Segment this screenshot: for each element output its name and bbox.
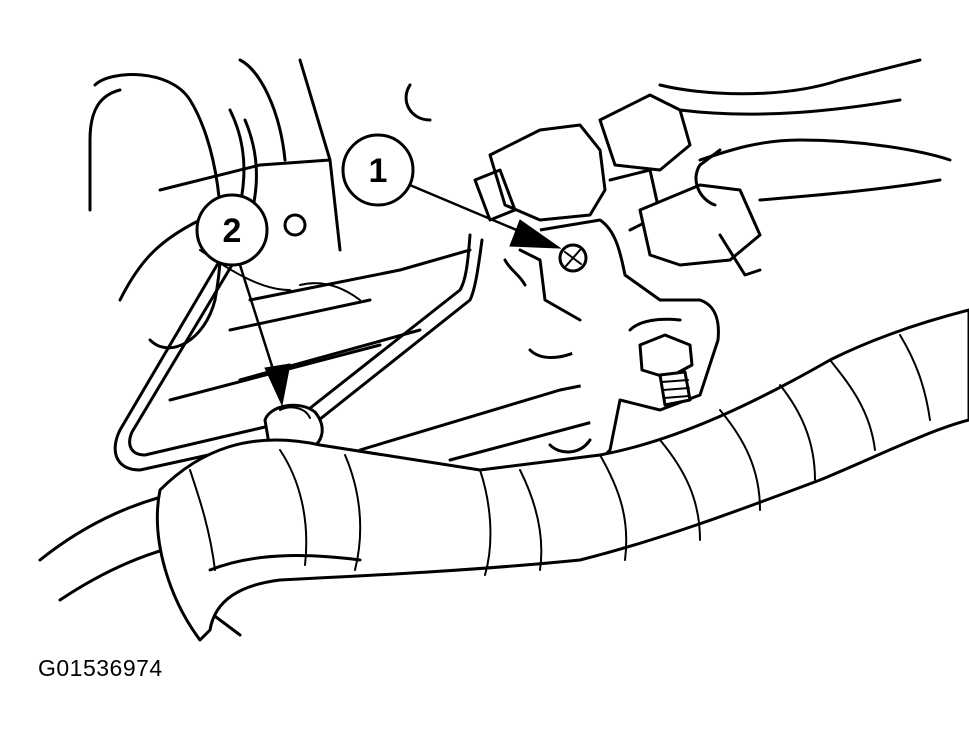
stud-nut [628,317,694,407]
figure-id: G01536974 [38,655,163,681]
bent-tube [113,108,484,472]
bolt-1 [558,243,588,273]
callout-1: 1 [341,133,562,249]
callout-2-circle [195,193,269,267]
callout-2-arrowhead [264,363,291,407]
callout-2-label: 2 [223,212,242,250]
callout-1-arrowhead [509,219,562,249]
connector-assembly [473,93,952,277]
callout-2: 2 [195,193,291,407]
callout-1-circle [341,133,415,207]
callout-1-label: 1 [369,152,388,190]
callout-2-leader [238,264,280,386]
wiring-harness [155,308,969,642]
